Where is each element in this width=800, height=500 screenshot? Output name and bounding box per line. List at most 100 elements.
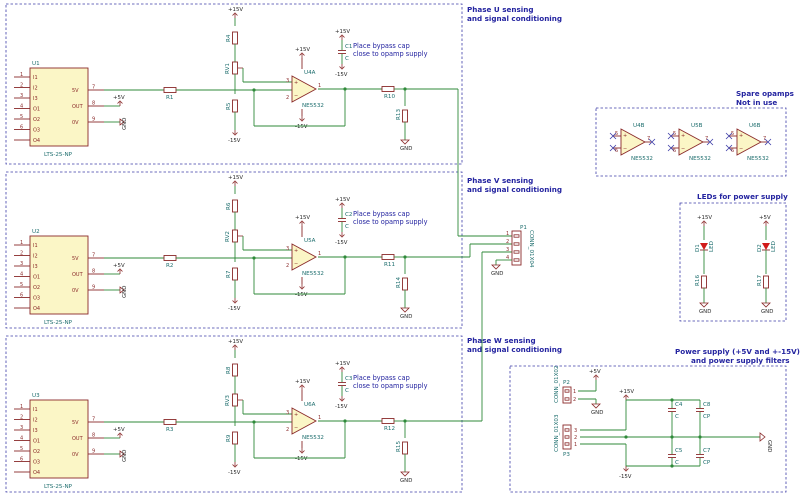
supply-label: -15V (295, 124, 308, 130)
led-ref: D2 (757, 244, 763, 252)
supply-arrow (232, 344, 238, 350)
capacitor-value: C (345, 388, 349, 394)
supply-arrow (339, 64, 345, 70)
ground-label: GND (400, 314, 412, 320)
sensor-pin-number: 8 (92, 101, 95, 107)
sensor-pin-label: I3 (33, 264, 38, 270)
opamp-ref: U4B (633, 123, 645, 129)
junction-dot (670, 435, 674, 439)
phase-v-title: Phase V sensing (467, 176, 533, 185)
sensor-pin-label: 0V (72, 120, 79, 126)
connector-pin (513, 242, 520, 246)
connector-model: CONN_01X04 (528, 230, 534, 268)
resistor-ref: R17 (757, 275, 763, 286)
opamp-model: NE5532 (302, 271, 324, 277)
resistor-ref: R13 (396, 109, 402, 120)
supply-arrow (117, 432, 123, 438)
sensor-pin-label: OUT (72, 272, 84, 278)
bypass-note: Place bypass cap (353, 42, 410, 50)
connector-pin-number: 2 (574, 435, 577, 441)
sensor-pin-label: O2 (33, 285, 40, 291)
potentiometer-ref: RV1 (225, 63, 231, 74)
sensor-pin-label: O1 (33, 275, 40, 281)
connector-pin (564, 397, 570, 401)
supply-label: +15V (295, 47, 310, 53)
ground-label: GND (400, 146, 412, 152)
resistor (701, 275, 707, 289)
opamp-pin-number: 1 (318, 415, 321, 421)
spare-opamps-box (595, 107, 787, 177)
ground-symbol (119, 450, 125, 458)
opamp-body (291, 75, 317, 103)
sensor-pin-number: 4 (20, 436, 23, 442)
junction-dot (670, 464, 674, 468)
opamp-minus-sign: − (294, 261, 298, 267)
bypass-note: Place bypass cap (353, 374, 410, 382)
potentiometer (232, 61, 238, 75)
sensor-pin-label: I2 (33, 418, 38, 424)
supply-label: +5V (589, 369, 601, 375)
sensor-pin-label: O3 (33, 296, 40, 302)
resistor-ref: R15 (396, 441, 402, 452)
opamp-model: NE5532 (631, 156, 653, 162)
led-value: LED (771, 241, 777, 252)
no-connect-mark (648, 138, 656, 146)
sensor-pin-label: I2 (33, 254, 38, 260)
opamp-pin-number: 5 (731, 131, 734, 137)
ground-symbol (400, 471, 410, 477)
sensor-pin-number: 6 (20, 457, 23, 463)
supply-label: +5V (759, 215, 771, 221)
supply-label: -15V (228, 306, 241, 312)
opamp-plus-sign: + (681, 133, 685, 139)
sensor-pin-label: O4 (33, 306, 40, 312)
supply-label: +15V (228, 175, 243, 181)
opamp-pin-number: 2 (286, 427, 289, 433)
supply-label: -15V (228, 138, 241, 144)
bypass-note: close to opamp supply (353, 50, 428, 58)
connector-pin-number: 1 (573, 389, 576, 395)
connector-model: CONN_01X02 (554, 365, 560, 403)
supply-label: +15V (697, 215, 712, 221)
supply-label: +15V (295, 379, 310, 385)
opamp-plus-sign: + (294, 80, 298, 86)
connector-model: CONN_01X03 (554, 414, 560, 452)
sensor-pin-number: 8 (92, 433, 95, 439)
supply-arrow (299, 384, 305, 390)
supply-arrow (232, 180, 238, 186)
capacitor-value: C (345, 56, 349, 62)
resistor (232, 99, 238, 113)
sensor-pin-number: 9 (92, 285, 95, 291)
resistor (402, 277, 408, 291)
capacitor-value: C (345, 224, 349, 230)
supply-label: -15V (228, 470, 241, 476)
opamp-pin-number: 6 (615, 148, 618, 154)
sensor-model: LTS-25-NP (44, 152, 73, 158)
sensor-pin-label: O2 (33, 117, 40, 123)
opamp-model: NE5532 (747, 156, 769, 162)
sensor-pin-label: 5V (72, 256, 79, 262)
sensor-pin-number: 3 (20, 261, 23, 267)
no-connect-mark (667, 132, 675, 140)
resistor-ref: R14 (396, 277, 402, 288)
connector-pin (513, 250, 520, 254)
phase-w-subtitle: and signal conditioning (467, 345, 562, 354)
supply-label: +15V (335, 197, 350, 203)
sensor-pin-number: 7 (92, 417, 95, 423)
supply-arrow (299, 116, 305, 122)
opamp-body (678, 128, 704, 156)
connector-pin-number: 3 (506, 247, 509, 253)
sensor-pin-label: O2 (33, 449, 40, 455)
sensor-ref: U3 (32, 393, 40, 399)
resistor (232, 199, 238, 213)
phase-u-title: Phase U sensing (467, 5, 534, 14)
sensor-pin-number: 7 (92, 253, 95, 259)
ground-symbol (400, 139, 410, 145)
resistor (381, 86, 395, 92)
channel-u1: U1LTS-25-NPI11I22I33O14O25O36O45V7OUT80V… (14, 7, 512, 237)
opamp-ref: U5B (691, 123, 703, 129)
connector-pin (564, 442, 570, 446)
